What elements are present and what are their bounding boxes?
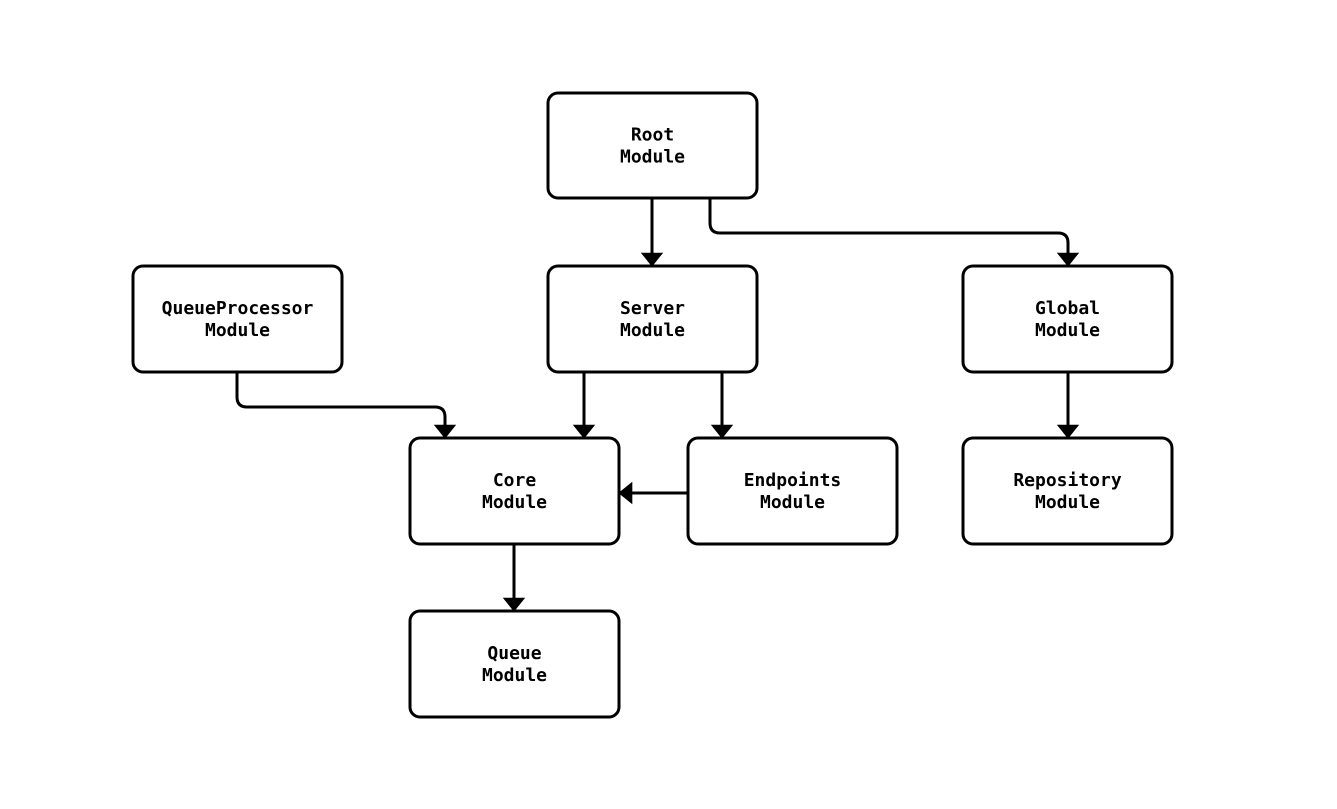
node-queueprocessor-box	[131, 264, 344, 374]
node-global-box	[961, 264, 1174, 374]
node-root-box	[546, 91, 759, 200]
node-server-box	[546, 264, 759, 374]
node-queue-box	[408, 609, 621, 719]
node-repository-box	[961, 436, 1174, 546]
edge-root-to-global	[708, 198, 1080, 267]
edge-queueprocessor-to-core	[235, 372, 457, 439]
node-endpoints-box	[686, 436, 899, 546]
node-core-box	[408, 436, 621, 546]
